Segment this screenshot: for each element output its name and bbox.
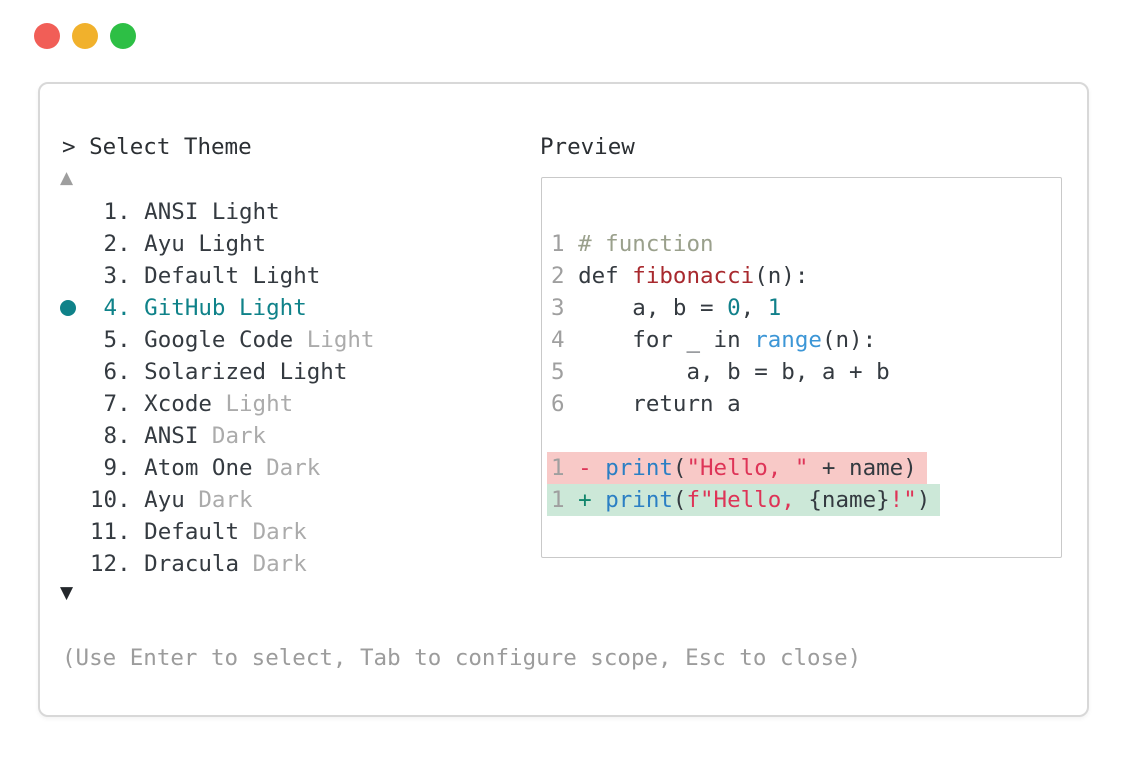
close-button[interactable] — [34, 23, 60, 49]
theme-item[interactable]: 12. Dracula Dark — [90, 551, 307, 577]
theme-list: 1. ANSI Light 2. Ayu Light 3. Default Li… — [60, 196, 375, 580]
preview-title: Preview — [540, 134, 635, 160]
theme-item[interactable]: 4. GitHub Light — [60, 292, 374, 324]
theme-item[interactable]: 8. ANSI Dark — [90, 423, 267, 449]
zoom-button[interactable] — [110, 23, 136, 49]
theme-item[interactable]: 6. Solarized Light — [90, 359, 348, 385]
scroll-up-icon[interactable]: ▲ — [60, 168, 74, 188]
theme-item[interactable]: 5. Google Code Light — [90, 327, 375, 353]
preview-code: 1 # function 2 def fibonacci(n): 3 a, b = … — [542, 178, 1061, 516]
preview-box: 1 # function 2 def fibonacci(n): 3 a, b = … — [541, 177, 1062, 558]
theme-item[interactable]: 1. ANSI Light — [90, 199, 280, 225]
code-line: 2 def fibonacci(n): — [551, 263, 809, 289]
code-line — [547, 420, 1061, 452]
code-line: 1 + print(f"Hello, {name}!") — [547, 484, 1061, 516]
scroll-down-icon[interactable]: ▼ — [60, 583, 74, 603]
theme-item[interactable]: 9. Atom One Dark — [90, 455, 321, 481]
selected-bullet-icon — [60, 300, 76, 316]
code-line: 1 # function — [551, 231, 714, 257]
traffic-lights — [34, 23, 136, 49]
code-line: 1 - print("Hello, " + name) — [547, 452, 1061, 484]
theme-picker-dialog: > Select Theme Preview ▲ 1. ANSI Light 2… — [38, 82, 1089, 717]
theme-item[interactable]: 10. Ayu Dark — [90, 487, 253, 513]
code-line: 5 a, b = b, a + b — [551, 359, 890, 385]
footer-hint: (Use Enter to select, Tab to configure s… — [62, 645, 862, 671]
dialog-prompt: > Select Theme — [62, 134, 252, 160]
minimize-button[interactable] — [72, 23, 98, 49]
code-line: 4 for _ in range(n): — [551, 327, 877, 353]
code-line: 3 a, b = 0, 1 — [551, 295, 782, 321]
theme-item[interactable]: 7. Xcode Light — [90, 391, 294, 417]
theme-item[interactable]: 3. Default Light — [90, 263, 321, 289]
code-line: 6 return a — [551, 391, 741, 417]
theme-item[interactable]: 11. Default Dark — [90, 519, 307, 545]
theme-item[interactable]: 2. Ayu Light — [90, 231, 267, 257]
